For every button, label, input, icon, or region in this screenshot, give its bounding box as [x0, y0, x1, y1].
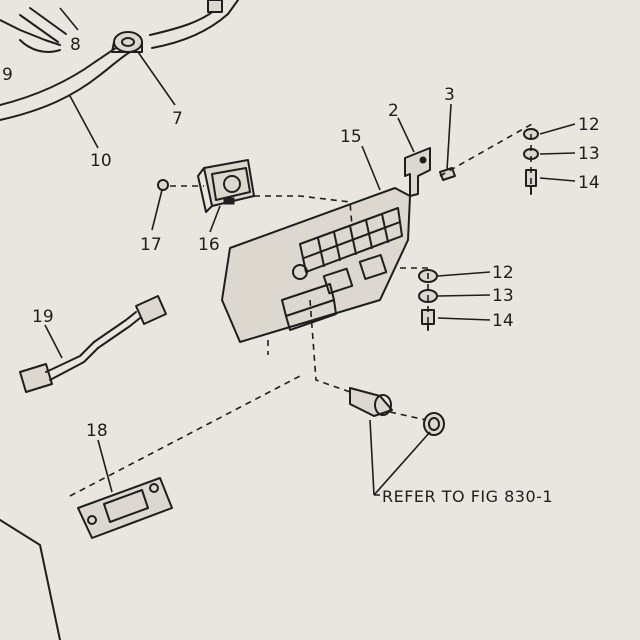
callout-9: 9	[2, 65, 13, 85]
reference-note: REFER TO FIG 830-1	[382, 487, 553, 506]
callout-16: 16	[198, 235, 220, 255]
connector-harness-part-19	[19, 295, 167, 393]
callout-3: 3	[444, 85, 455, 105]
vent-grille	[299, 207, 403, 273]
callout-19: 19	[32, 307, 54, 327]
leader-lines	[44, 7, 576, 496]
gauge-part-16	[197, 159, 255, 213]
lighter-socket-ring	[423, 412, 445, 436]
cable-assembly-part-10	[0, 0, 239, 121]
instrument-panel-part-15	[221, 187, 411, 343]
callout-7: 7	[172, 109, 183, 129]
callout-15: 15	[340, 127, 362, 147]
clip-part-8	[19, 0, 223, 43]
callout-2: 2	[388, 101, 399, 121]
callout-12-upper: 12	[578, 115, 600, 135]
panel-edge-line	[0, 519, 61, 640]
callout-13-upper: 13	[578, 144, 600, 164]
callout-17: 17	[140, 235, 162, 255]
hardware-stack-upper	[523, 128, 539, 195]
bracket-part-2	[404, 147, 431, 197]
screw-part-17	[157, 179, 169, 191]
callout-8: 8	[70, 35, 81, 55]
lighter-element	[349, 387, 393, 417]
callout-12-lower: 12	[492, 263, 514, 283]
callout-labels: 9 8 7 10 2 3 15 12 13 14 12 13 14 17 16 …	[2, 35, 600, 506]
callout-13-lower: 13	[492, 286, 514, 306]
callout-14-upper: 14	[578, 173, 600, 193]
callout-14-lower: 14	[492, 311, 514, 331]
trim-plate-part-18	[77, 477, 173, 539]
callout-18: 18	[86, 421, 108, 441]
grommet-part-7	[111, 31, 143, 53]
callout-10: 10	[90, 151, 112, 171]
assembly-dashed-lines	[69, 123, 533, 497]
screw-part-3	[439, 167, 456, 181]
